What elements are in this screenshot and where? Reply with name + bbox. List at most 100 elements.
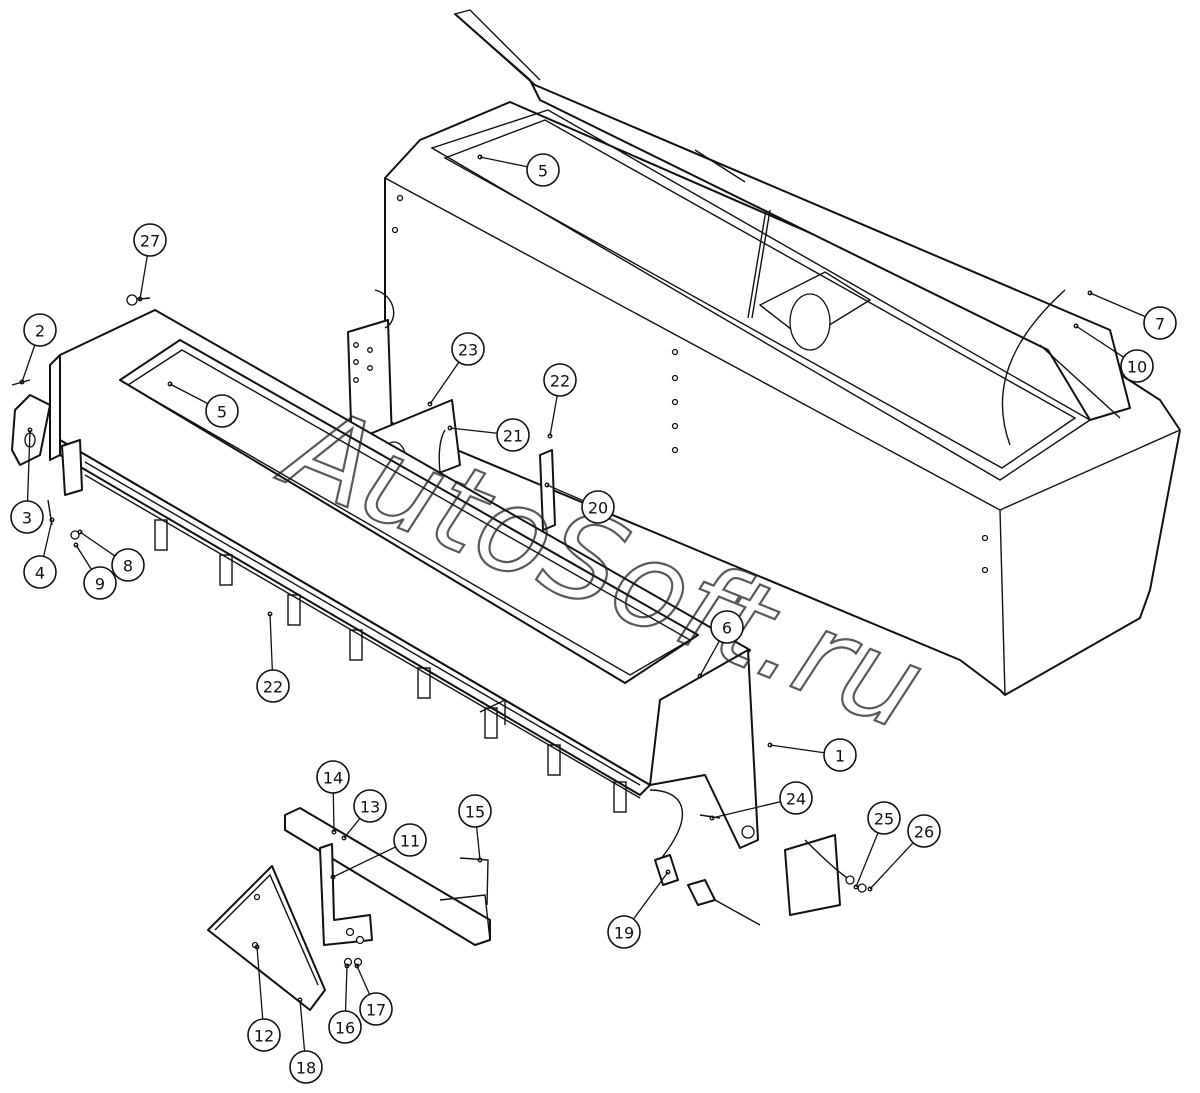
callout-22: 22: [543, 363, 577, 439]
callout-leader: [332, 846, 396, 878]
callout-circle: [779, 781, 813, 815]
callout-number: 22: [550, 372, 570, 391]
callout-pointer: [27, 427, 33, 433]
callout-pointer: [341, 835, 347, 841]
callout-leader: [711, 801, 781, 819]
callout-leader: [344, 965, 348, 1012]
callout-circle: [205, 394, 239, 428]
callout-pointer: [331, 829, 337, 835]
callout-number: 12: [254, 1027, 274, 1046]
callout-leader: [449, 427, 498, 434]
callout-number: 5: [217, 403, 227, 422]
callout-number: 2: [35, 322, 45, 341]
callout-number: 9: [95, 575, 105, 594]
callout-pointer: [1087, 290, 1093, 296]
callout-leader: [429, 361, 460, 405]
callout-circle: [451, 332, 485, 366]
callout-leader: [549, 395, 558, 437]
callout-pointer: [167, 381, 173, 387]
callout-circle: [1120, 349, 1154, 383]
callout-leader: [256, 946, 264, 1020]
callout-leader: [21, 344, 36, 383]
callout-circle: [289, 1050, 323, 1084]
callout-18: 18: [289, 997, 323, 1084]
callout-leader: [479, 156, 528, 168]
callout-circle: [526, 153, 560, 187]
callout-21: 21: [447, 418, 530, 452]
callout-27: 27: [133, 223, 167, 302]
rear-hopper: [384, 9, 1181, 696]
callout-leader: [546, 484, 584, 502]
callout-circle: [328, 1010, 362, 1044]
callout-leader: [332, 792, 335, 833]
callout-circle: [256, 669, 290, 703]
smv-sign-mount: [207, 807, 491, 1011]
callout-15: 15: [458, 794, 492, 863]
callout-circle: [496, 418, 530, 452]
callout-pointer: [49, 517, 55, 523]
callout-circle: [907, 814, 941, 848]
callout-number: 23: [458, 341, 478, 360]
callout-pointer: [354, 963, 360, 969]
callout-14: 14: [316, 760, 350, 835]
callout-pointer: [477, 154, 483, 160]
callout-5: 5: [477, 153, 560, 187]
callout-number: 27: [140, 232, 160, 251]
callout-number: 14: [323, 769, 343, 788]
callout-pointer: [330, 874, 336, 880]
callout-pointer: [697, 673, 703, 679]
callout-pointer: [267, 611, 273, 617]
callout-number: 8: [123, 557, 133, 576]
callout-pointer: [77, 529, 83, 535]
callout-number: 21: [503, 427, 523, 446]
callout-12: 12: [247, 944, 281, 1052]
callout-number: 25: [874, 810, 894, 829]
callout-circle: [316, 760, 350, 794]
callout-leader: [79, 531, 116, 557]
callout-pointer: [477, 857, 483, 863]
callout-9: 9: [73, 542, 117, 600]
callout-number: 20: [588, 499, 608, 518]
callout-number: 19: [614, 924, 634, 943]
lower-right-hardware: [649, 789, 867, 926]
callout-leader: [139, 255, 148, 300]
callout-circle: [1143, 306, 1177, 340]
callout-pointer: [544, 482, 550, 488]
callout-circle: [133, 223, 167, 257]
callout-number: 18: [296, 1059, 316, 1078]
callout-leader: [769, 744, 825, 754]
callout-circle: [607, 915, 641, 949]
callout-circle: [247, 1018, 281, 1052]
callout-24: 24: [709, 781, 813, 821]
callout-pointer: [547, 433, 553, 439]
left-side-parts: [11, 294, 151, 540]
callout-4: 4: [23, 517, 57, 589]
callout-leader: [699, 640, 720, 677]
callout-26: 26: [867, 814, 941, 892]
callout-leader: [1075, 325, 1124, 358]
callout-leader: [26, 429, 31, 502]
callout-number: 11: [400, 832, 420, 851]
callout-leader: [356, 965, 371, 995]
callout-3: 3: [10, 427, 44, 534]
callout-number: 26: [914, 823, 934, 842]
callout-leader: [632, 871, 669, 920]
callout-number: 22: [263, 678, 283, 697]
callout-5: 5: [167, 381, 239, 428]
callout-leader: [855, 832, 879, 888]
callout-number: 24: [786, 790, 806, 809]
callout-pointer: [137, 296, 143, 302]
callout-19: 19: [607, 869, 671, 949]
callout-number: 4: [35, 564, 45, 583]
callout-number: 10: [1127, 358, 1147, 377]
callout-pointer: [447, 425, 453, 431]
callout-circle: [823, 738, 857, 772]
callout-circle: [458, 794, 492, 828]
callout-leader: [869, 842, 914, 890]
callout-pointer: [709, 815, 715, 821]
callout-circle: [23, 313, 57, 347]
callout-25: 25: [853, 801, 901, 890]
callout-6: 6: [697, 610, 744, 679]
callout-circle: [581, 490, 615, 524]
